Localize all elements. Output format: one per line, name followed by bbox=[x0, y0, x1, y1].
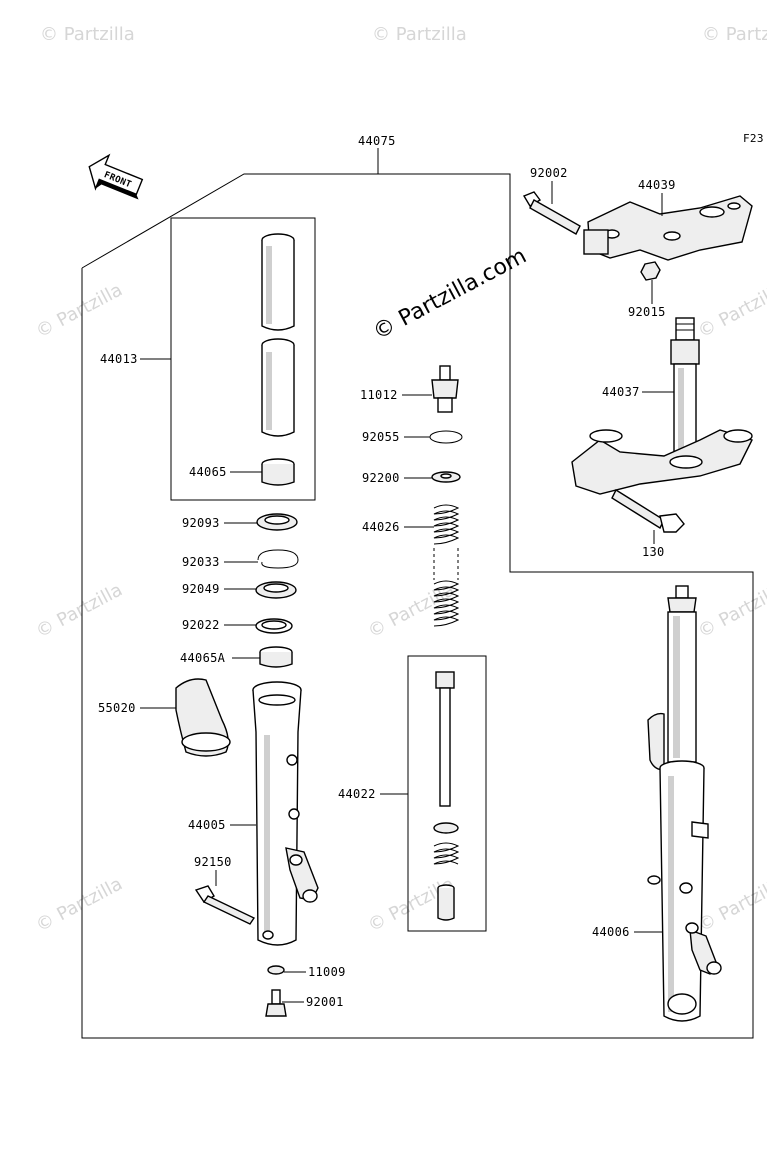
watermark-text: © Partzilla bbox=[702, 24, 767, 45]
watermark-text: © Partzilla bbox=[32, 579, 126, 642]
part-label: 92015 bbox=[628, 305, 666, 319]
front-arrow-icon: FRONT bbox=[88, 153, 144, 200]
watermark-text: © Partzilla bbox=[32, 279, 126, 342]
bolt-92002-icon bbox=[522, 191, 581, 235]
watermark-center: © Partzilla.com bbox=[369, 244, 531, 346]
part-labels: 44075 92002 44039 92015 44037 130 44013 … bbox=[98, 134, 676, 1009]
outer-tube-44005 bbox=[252, 681, 319, 946]
fork-assembly-44006 bbox=[647, 585, 722, 1022]
part-label: 44026 bbox=[362, 520, 400, 534]
part-label: 11009 bbox=[308, 965, 346, 979]
part-label: 92049 bbox=[182, 582, 220, 596]
part-label: 44022 bbox=[338, 787, 376, 801]
watermark-text: © Partzilla bbox=[694, 579, 767, 642]
spring-44026-icon bbox=[433, 504, 460, 627]
washer-92200-icon bbox=[431, 471, 461, 483]
part-label: 55020 bbox=[98, 701, 136, 715]
part-label: 11012 bbox=[360, 388, 398, 402]
oil-seal-92093-icon bbox=[256, 513, 298, 531]
part-label: 44005 bbox=[188, 818, 226, 832]
bolt-92150-icon bbox=[194, 885, 256, 925]
part-label: 44006 bbox=[592, 925, 630, 939]
part-label: 44065A bbox=[180, 651, 226, 665]
part-label: 44013 bbox=[100, 352, 138, 366]
steering-stem-44037 bbox=[571, 317, 753, 495]
part-label: 44037 bbox=[602, 385, 640, 399]
part-label: 44065 bbox=[189, 465, 227, 479]
part-label: 92200 bbox=[362, 471, 400, 485]
seal-92049-icon bbox=[255, 581, 297, 599]
nut-92015-icon bbox=[640, 261, 661, 281]
part-label: 92022 bbox=[182, 618, 220, 632]
watermark-text: © Partzilla bbox=[32, 873, 126, 936]
circlip-92033-icon bbox=[257, 549, 299, 569]
part-label: 44075 bbox=[358, 134, 396, 148]
washer-11009-icon bbox=[267, 965, 285, 975]
bolt-92001-icon bbox=[265, 989, 287, 1017]
watermark-text: © Partzilla bbox=[694, 279, 767, 342]
figure-code: F23 bbox=[743, 132, 764, 145]
part-label: 92055 bbox=[362, 430, 400, 444]
part-label: 44039 bbox=[638, 178, 676, 192]
fork-guard-55020-icon bbox=[175, 678, 231, 757]
bushing-44065a-icon bbox=[259, 646, 293, 668]
part-label: 92150 bbox=[194, 855, 232, 869]
part-label: 130 bbox=[642, 545, 665, 559]
bushing-44065-icon bbox=[261, 458, 295, 486]
cap-bolt-11012-icon bbox=[431, 365, 459, 413]
watermark-text: © Partzilla bbox=[694, 873, 767, 936]
watermark-text: © Partzilla bbox=[372, 24, 467, 45]
damper-rod-44022-icon bbox=[433, 671, 460, 921]
inner-tube-44013 bbox=[261, 233, 295, 437]
assembly-outline bbox=[81, 173, 754, 1039]
upper-bracket-44039 bbox=[583, 195, 753, 261]
part-label: 92001 bbox=[306, 995, 344, 1009]
part-label: 92033 bbox=[182, 555, 220, 569]
part-label: 92002 bbox=[530, 166, 568, 180]
o-ring-92055-icon bbox=[429, 430, 463, 444]
washer-92022-icon bbox=[255, 618, 293, 634]
bolt-130-icon bbox=[611, 488, 685, 533]
part-label: 92093 bbox=[182, 516, 220, 530]
watermark-text: © Partzilla bbox=[40, 24, 135, 45]
